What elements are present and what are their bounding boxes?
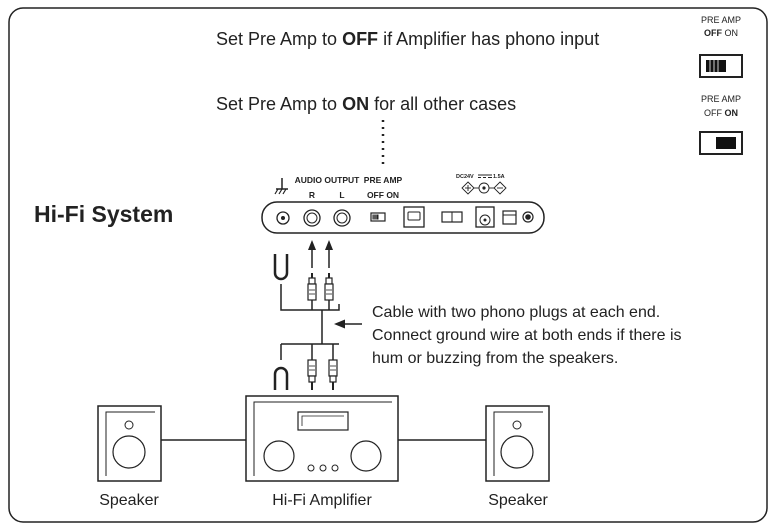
cable-bottom-bundle: [280, 333, 339, 360]
speaker-right: [485, 405, 550, 482]
power-voltage: DC24V: [456, 174, 474, 180]
speaker-right-label: Speaker: [488, 492, 548, 509]
cable-top-bundle: [280, 284, 340, 333]
rear-panel: [261, 201, 545, 234]
lock-slot: [522, 211, 534, 223]
ground-terminal: [276, 211, 290, 225]
amplifier-label: Hi-Fi Amplifier: [272, 492, 372, 509]
switch-on-labels: OFF ON: [704, 108, 738, 118]
rca-jack-l: [333, 209, 351, 227]
plug-top-r: [307, 273, 317, 304]
system-label: Hi-Fi System: [34, 201, 173, 227]
speaker-left-label: Speaker: [99, 492, 159, 509]
switch-on-title: PRE AMP: [701, 94, 741, 104]
arrow-up-l: [325, 240, 333, 268]
plug-top-l: [324, 273, 334, 304]
switch-off-labels: OFF ON: [704, 28, 738, 38]
switch-off-title: PRE AMP: [701, 15, 741, 25]
switch-on-body: [699, 131, 743, 155]
preamp-panel-switch: [370, 212, 386, 222]
speaker-left: [97, 405, 162, 482]
arrow-up-r: [308, 240, 316, 268]
channel-r-label: R: [309, 190, 315, 200]
plug-bottom-r: [307, 352, 317, 390]
usb-b-port: [403, 206, 425, 228]
ground-symbol: [274, 178, 288, 195]
instruction-off: Set Pre Amp to OFF if Amplifier has phon…: [216, 29, 599, 49]
channel-l-label: L: [339, 190, 344, 200]
switch-on-knob: [716, 137, 736, 149]
cable-note-line1: Cable with two phono plugs at each end.: [372, 304, 660, 321]
diagram-frame: [8, 7, 768, 523]
cable-note-line2: Connect ground wire at both ends if ther…: [372, 327, 682, 344]
preamp-panel-label: PRE AMP: [364, 175, 403, 185]
plug-bottom-l: [328, 352, 338, 390]
power-spec: DC24V 1.5A: [456, 174, 507, 195]
ground-spade-top: [273, 254, 289, 281]
hifi-amplifier: [245, 395, 399, 482]
cable-note-line3: hum or buzzing from the speakers.: [372, 350, 618, 367]
preamp-switch-off-example: PRE AMP OFF ON: [699, 15, 743, 78]
ground-spade-bottom: [273, 366, 289, 390]
power-button: [502, 210, 517, 225]
preamp-switch-on-example: PRE AMP OFF ON: [699, 94, 743, 155]
preamp-panel-off-on: OFF ON: [367, 190, 399, 200]
mode-switch: [441, 211, 463, 223]
switch-off-body: [699, 54, 743, 78]
dc-power-jack: [475, 206, 495, 228]
switch-off-knob: [706, 60, 726, 72]
audio-output-label: AUDIO OUTPUT: [295, 175, 361, 185]
cable-pointer-arrow: [334, 319, 362, 329]
power-current: 1.5A: [493, 174, 505, 180]
instruction-on: Set Pre Amp to ON for all other cases: [216, 94, 516, 114]
rca-jack-r: [303, 209, 321, 227]
